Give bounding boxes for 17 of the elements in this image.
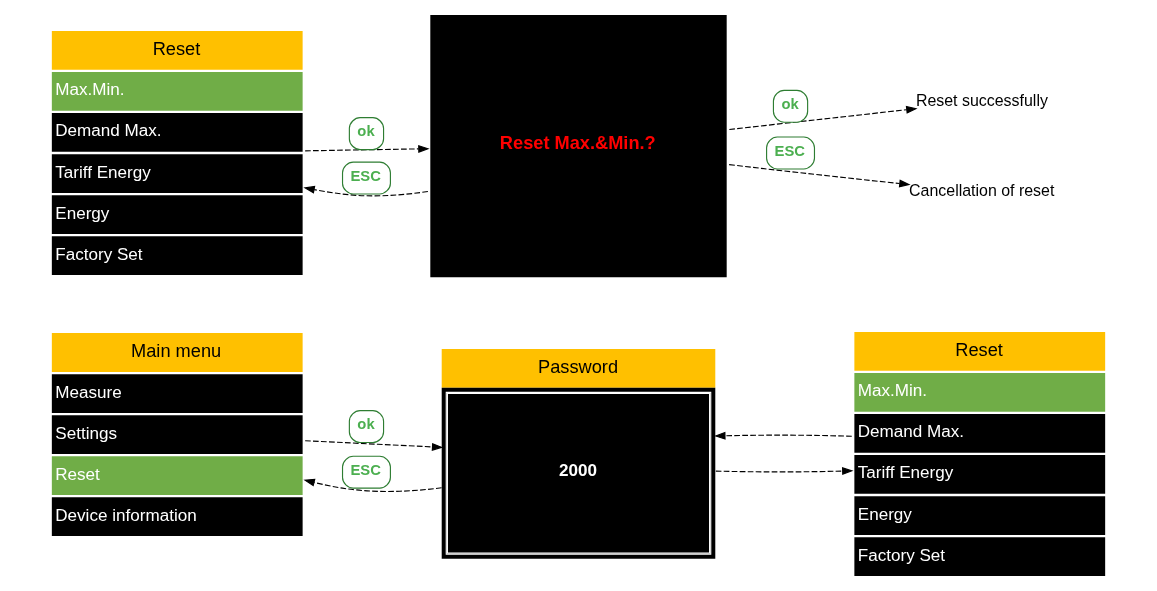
arrow (303, 185, 429, 197)
node-text: Cancellation of reset (909, 181, 1055, 199)
arrow (728, 105, 918, 131)
arrow (303, 478, 443, 492)
arrow (304, 440, 444, 451)
arrow (304, 144, 430, 153)
edge-label: ok (357, 416, 375, 433)
edge-label: ok (781, 96, 799, 112)
arrow (728, 164, 911, 188)
edge-label: ESC (350, 461, 381, 478)
edge-label: ESC (350, 167, 381, 184)
edge-label: ok (357, 123, 375, 140)
edge-label: ESC (774, 142, 806, 159)
arrow (714, 431, 853, 440)
arrow (715, 467, 854, 476)
node-box: Reset Max.&Min.? (430, 15, 727, 278)
node-text: Reset successfully (915, 91, 1048, 109)
